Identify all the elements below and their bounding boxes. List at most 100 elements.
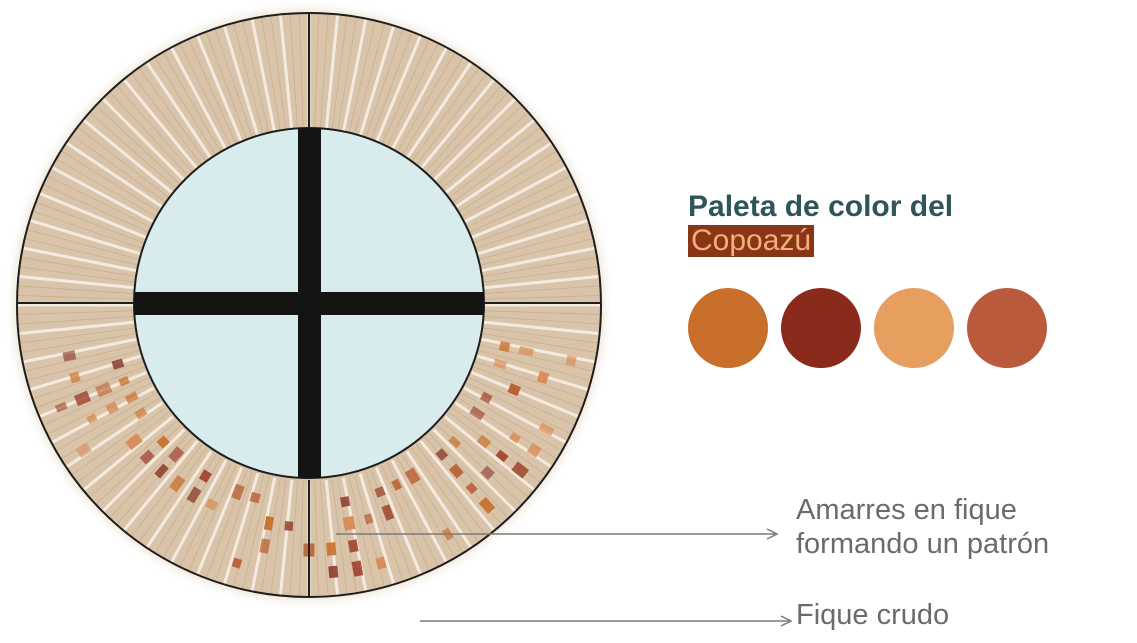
fiber-strand xyxy=(39,192,147,240)
annotation-knots: Amarres en fique formando un patrón xyxy=(796,493,1049,561)
fiber-strand xyxy=(196,35,244,143)
fiber-thread xyxy=(131,444,203,537)
fiber-strand xyxy=(481,246,595,273)
fiber-thread xyxy=(448,127,541,199)
fiber-thread xyxy=(215,471,253,581)
palette-title: Paleta de color del Copoazú xyxy=(688,190,1108,258)
fiber-thread xyxy=(483,266,598,283)
fiber-thread xyxy=(458,151,557,213)
fiber-thread xyxy=(299,480,304,596)
fiber-thread xyxy=(215,29,253,139)
fiber-strand xyxy=(51,166,155,224)
fiber-strand xyxy=(196,467,244,575)
fiber-thread xyxy=(77,127,170,199)
fiber-strand xyxy=(444,119,535,195)
fiber-strand xyxy=(23,337,137,364)
fiber-thread xyxy=(270,479,287,594)
knot xyxy=(381,504,395,521)
fiber-strand xyxy=(471,370,579,418)
fiber-thread xyxy=(47,382,152,435)
fiber-thread xyxy=(242,21,270,134)
knot xyxy=(231,557,243,569)
fiber-thread xyxy=(401,57,463,156)
fiber-thread xyxy=(179,462,232,567)
palette-block: Paleta de color del Copoazú xyxy=(688,190,1108,368)
fiber-strand xyxy=(390,459,448,563)
fiber-thread xyxy=(482,333,597,353)
fiber-strand xyxy=(146,62,213,160)
fiber-thread xyxy=(188,39,237,145)
fiber-strand xyxy=(341,19,368,133)
fiber-strand xyxy=(102,98,186,182)
fiber-thread xyxy=(331,16,348,131)
fiber-thread xyxy=(365,29,403,139)
knot xyxy=(536,370,550,385)
knot xyxy=(186,486,202,504)
fiber-strand xyxy=(250,19,277,133)
annotation-knots-line2: formando un patrón xyxy=(796,528,1050,560)
fiber-thread xyxy=(43,184,149,233)
fiber-thread xyxy=(469,377,575,426)
knot xyxy=(75,442,92,458)
knot xyxy=(342,515,356,531)
fiber-thread xyxy=(424,85,502,173)
annotation-fiber: Fique crudo xyxy=(796,598,949,632)
fiber-thread xyxy=(89,112,177,190)
fiber-thread xyxy=(331,479,348,594)
color-swatch-1 xyxy=(688,288,768,368)
knot xyxy=(493,358,508,370)
fiber-strand xyxy=(170,459,228,563)
fiber-thread xyxy=(451,407,546,475)
fiber-thread xyxy=(320,14,329,130)
knot xyxy=(328,565,339,579)
fiber-thread xyxy=(56,392,157,451)
fiber-thread xyxy=(475,361,585,399)
fiber-strand xyxy=(146,450,213,548)
knot xyxy=(509,432,521,444)
fiber-thread xyxy=(155,57,217,156)
leader-arrowhead-knots xyxy=(766,528,779,540)
fiber-thread xyxy=(478,229,591,260)
fiber-strand xyxy=(432,98,516,182)
knot xyxy=(156,435,170,449)
fiber-thread xyxy=(429,433,509,518)
annotation-fiber-line1: Fique crudo xyxy=(796,599,950,631)
fiber-strand xyxy=(374,467,422,575)
fiber-strand xyxy=(278,15,294,130)
fiber-strand xyxy=(66,142,164,209)
knot xyxy=(154,463,169,479)
fiber-thread xyxy=(415,73,487,166)
fiber-thread xyxy=(396,52,455,153)
knot xyxy=(479,391,493,404)
fiber-strand xyxy=(419,79,495,170)
knot xyxy=(124,391,139,404)
fiber-strand xyxy=(454,142,552,209)
knot xyxy=(480,465,495,480)
fiber-thread xyxy=(188,465,237,571)
fiber-thread xyxy=(386,43,439,148)
fiber-strand xyxy=(83,415,174,491)
knot xyxy=(198,469,212,483)
fiber-thread xyxy=(261,17,281,132)
color-swatch-3 xyxy=(874,288,954,368)
fiber-thread xyxy=(451,135,546,203)
fiber-thread xyxy=(20,266,135,283)
fiber-thread xyxy=(72,407,167,475)
knot xyxy=(511,461,530,479)
fiber-thread xyxy=(18,285,134,294)
fiber-thread xyxy=(429,92,509,177)
fiber-strand xyxy=(463,166,567,224)
fiber-strand xyxy=(19,274,134,290)
knot xyxy=(469,406,486,421)
fiber-thread xyxy=(33,211,143,249)
knot xyxy=(448,463,464,479)
fiber-thread xyxy=(354,23,385,136)
fiber-thread xyxy=(96,105,181,185)
fiber-strand xyxy=(324,15,340,130)
knot xyxy=(263,516,275,531)
knot xyxy=(249,491,261,504)
fiber-thread xyxy=(25,238,138,266)
fiber-thread xyxy=(370,469,412,578)
fiber-thread xyxy=(18,310,134,315)
